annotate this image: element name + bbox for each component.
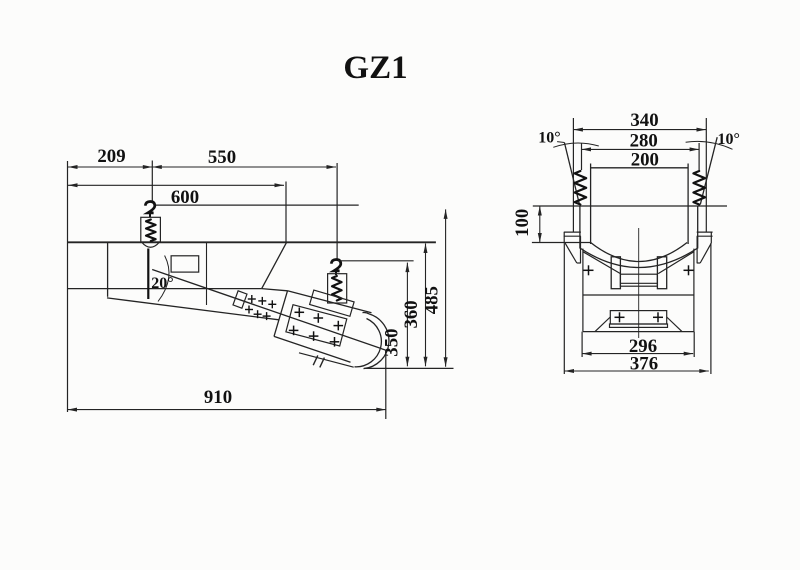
- svg-text:10°: 10°: [538, 129, 560, 146]
- svg-text:280: 280: [630, 131, 658, 152]
- svg-text:100: 100: [512, 209, 533, 237]
- svg-text:209: 209: [97, 146, 125, 167]
- svg-text:910: 910: [204, 387, 232, 408]
- svg-text:10°: 10°: [717, 131, 739, 148]
- svg-text:20°: 20°: [151, 275, 173, 292]
- svg-text:485: 485: [421, 286, 442, 314]
- svg-text:200: 200: [631, 149, 659, 170]
- svg-text:340: 340: [630, 110, 658, 131]
- svg-text:350: 350: [382, 329, 403, 357]
- svg-text:376: 376: [630, 354, 658, 375]
- svg-text:600: 600: [171, 187, 199, 208]
- svg-text:GZ1: GZ1: [343, 50, 407, 86]
- svg-text:296: 296: [629, 336, 657, 357]
- svg-text:550: 550: [208, 147, 236, 168]
- svg-text:360: 360: [401, 300, 422, 328]
